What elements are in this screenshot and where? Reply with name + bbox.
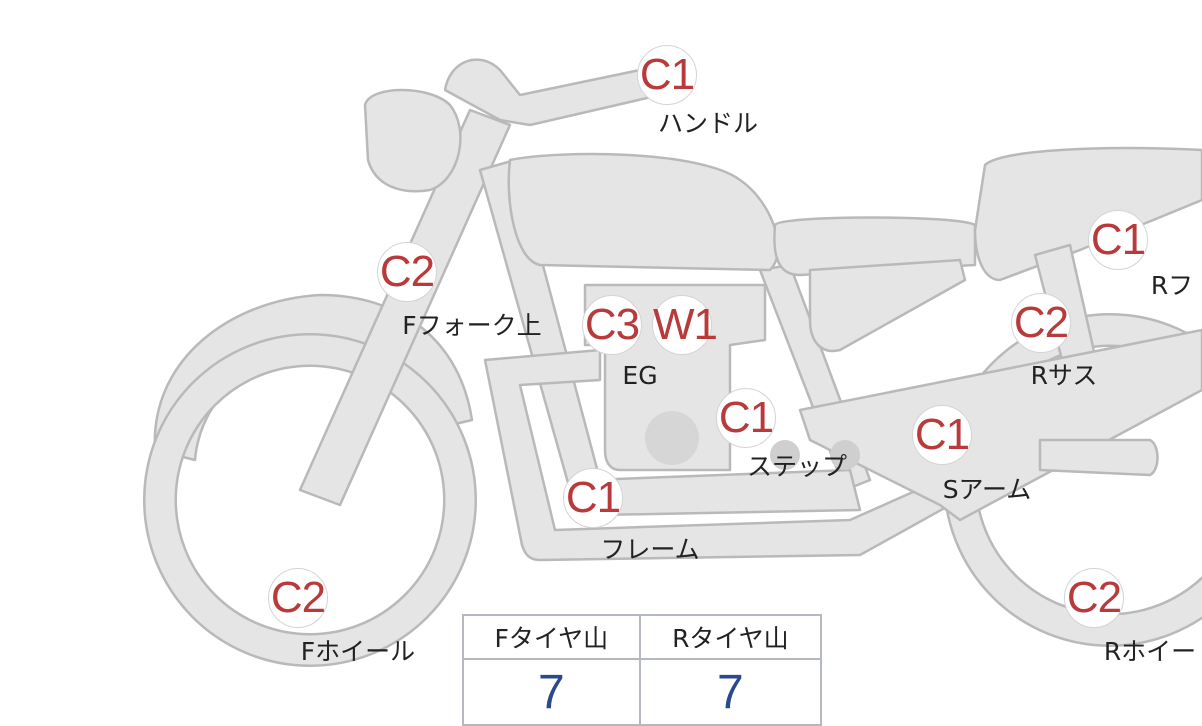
marker-frame[interactable]: C1: [563, 468, 623, 528]
footpeg: [830, 440, 860, 470]
label-engine: EG: [622, 361, 658, 390]
tire-tread-table: Fタイヤ山 Rタイヤ山 7 7: [462, 614, 823, 726]
front-fork: [298, 108, 512, 507]
marker-step[interactable]: C1: [716, 388, 776, 448]
label-rear-wheel: Rホイー: [1103, 637, 1197, 666]
label-frame: フレーム: [600, 535, 700, 564]
marker-handle[interactable]: C1: [637, 45, 697, 105]
label-fork-upper: Fフォーク上: [402, 311, 542, 340]
label-step: ステップ: [746, 452, 848, 481]
label-rear-fender: Rフ: [1150, 271, 1194, 300]
value-rear-tire: 7: [638, 658, 823, 726]
side-cover: [808, 258, 967, 353]
label-swing-arm: Sアーム: [942, 475, 1032, 504]
marker-rear-fender[interactable]: C1: [1088, 210, 1148, 270]
frame-lower: [483, 348, 952, 562]
swing-arm: [798, 328, 1202, 522]
seat: [773, 216, 977, 277]
engine-cover: [645, 411, 699, 465]
marker-swing-arm[interactable]: C1: [912, 405, 972, 465]
marker-rear-wheel[interactable]: C2: [1064, 568, 1124, 628]
marker-fork-upper[interactable]: C2: [377, 242, 437, 302]
marker-engine-c[interactable]: C3: [582, 295, 642, 355]
value-front-tire: 7: [462, 658, 641, 726]
footpeg: [770, 440, 800, 470]
rear-seat: [973, 146, 1202, 282]
marker-rear-suspension[interactable]: C2: [1011, 293, 1071, 353]
fuel-tank: [507, 152, 780, 272]
marker-front-wheel[interactable]: C2: [268, 568, 328, 628]
label-handle: ハンドル: [657, 109, 759, 138]
header-front-tire: Fタイヤ山: [462, 614, 641, 660]
headlight: [363, 88, 462, 193]
chain-guard: [1038, 438, 1159, 477]
label-rear-suspension: Rサス: [1030, 361, 1098, 390]
marker-engine-w[interactable]: W1: [652, 295, 718, 355]
header-rear-tire: Rタイヤ山: [638, 614, 823, 660]
label-front-wheel: Fホイール: [300, 637, 416, 666]
